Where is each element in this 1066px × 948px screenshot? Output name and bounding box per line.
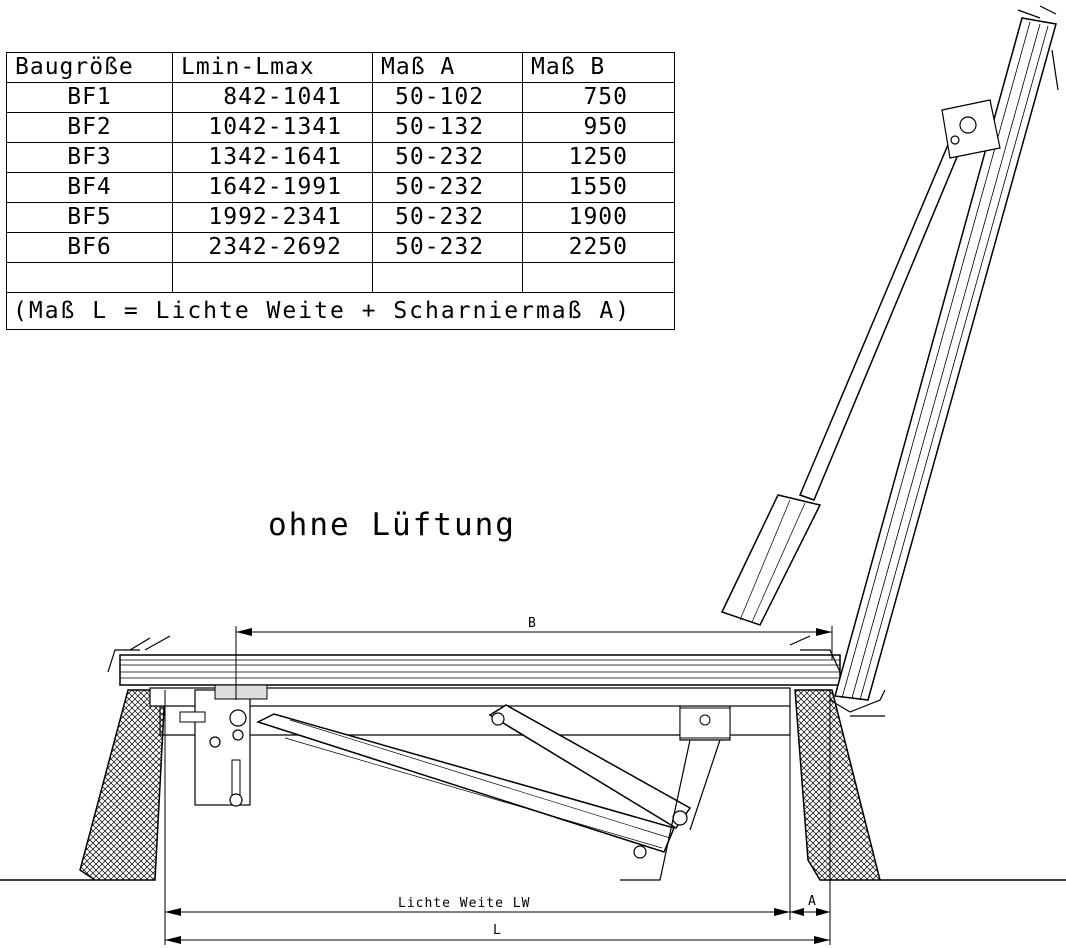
cell-dim-b: 1550: [522, 172, 675, 203]
cell-size: BF1: [6, 82, 173, 113]
frame-rails: [107, 635, 841, 736]
lower-gas-spring: [256, 704, 692, 859]
dimension-l: [165, 936, 830, 944]
cell-dim-a: 50-132: [372, 112, 523, 143]
table-header-row: Baugröße Lmin-Lmax Maß A Maß B: [6, 52, 675, 83]
table-note-row: (Maß L = Lichte Weite + Scharniermaß A): [6, 292, 675, 330]
upper-gas-spring: [720, 99, 1001, 626]
cell-size: BF3: [6, 142, 173, 173]
dimension-lw: [164, 690, 791, 945]
table-note: (Maß L = Lichte Weite + Scharniermaß A): [6, 292, 675, 330]
dim-a-label: A: [808, 894, 816, 909]
cell-dim-a: 50-232: [372, 172, 523, 203]
cell-size: BF2: [6, 112, 173, 143]
left-curb: [0, 689, 166, 881]
cell-dim-a: 50-232: [372, 202, 523, 233]
cell-range: 1992-2341: [172, 202, 373, 233]
dim-b-label: B: [528, 616, 536, 631]
cell-dim-a: 50-232: [372, 232, 523, 263]
cell-dim-a: 50-102: [372, 82, 523, 113]
cell-dim-b: 2250: [522, 232, 675, 263]
cell-dim-a: 50-232: [372, 142, 523, 173]
cell-range: 1342-1641: [172, 142, 373, 173]
right-curb: [794, 689, 1066, 881]
cell-dim-b: 750: [522, 82, 675, 113]
header-dim-a: Maß A: [372, 52, 523, 83]
dim-l-label: L: [493, 923, 501, 938]
drawing-caption: ohne Lüftung: [268, 507, 516, 543]
hinge-mechanism: [179, 684, 268, 807]
dimension-b: [235, 626, 833, 700]
dimension-a: [790, 690, 831, 945]
lower-bracket: [620, 706, 731, 881]
header-range: Lmin-Lmax: [172, 52, 373, 83]
dim-lw-label: Lichte Weite LW: [398, 896, 530, 911]
table-row: BF2 1042-1341 50-132 950: [6, 112, 675, 143]
table-row: BF3 1342-1641 50-232 1250: [6, 142, 675, 173]
opened-lid: [829, 5, 1059, 717]
header-dim-b: Maß B: [522, 52, 675, 83]
size-table: Baugröße Lmin-Lmax Maß A Maß B BF1 842-1…: [6, 52, 675, 330]
table-row: BF6 2342-2692 50-232 2250: [6, 232, 675, 263]
